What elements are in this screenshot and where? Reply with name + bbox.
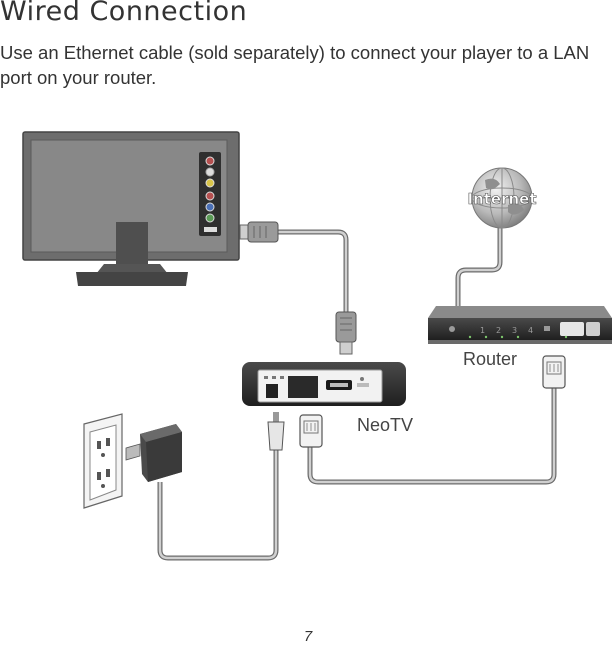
power-plug-player [267, 412, 285, 451]
power-adapter-illustration [125, 424, 182, 482]
tv-illustration [22, 131, 240, 286]
usb-plug-tv [239, 221, 279, 243]
router-port-4: 4 [528, 326, 533, 335]
usb-cable [275, 229, 349, 315]
ethernet-plug-player [299, 414, 323, 448]
page-number: 7 [303, 628, 313, 645]
usb-plug-player [335, 311, 357, 355]
router-label: Router [463, 349, 517, 369]
power-cable [157, 450, 279, 561]
router-port-2: 2 [496, 326, 501, 335]
internet-globe-icon: Internet [467, 167, 537, 229]
router-internet-cable [455, 226, 503, 312]
ethernet-plug-router [542, 355, 566, 389]
ethernet-cable [307, 388, 557, 485]
player-label: NeoTV [357, 415, 413, 435]
router-port-3: 3 [512, 326, 517, 335]
neotv-player-illustration [242, 362, 406, 406]
intro-paragraph: Use an Ethernet cable (sold separately) … [0, 42, 590, 88]
internet-label: Internet [467, 190, 536, 208]
wall-outlet-illustration [83, 413, 123, 509]
router-port-1: 1 [480, 326, 485, 335]
page-heading: Wired Connection [0, 0, 248, 27]
router-illustration: 1 2 3 4 [428, 306, 612, 344]
